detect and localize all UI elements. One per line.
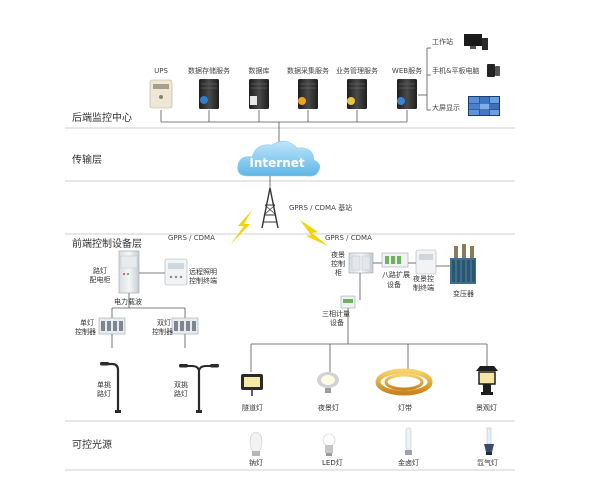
expansion-label-1: 八路扩展 [382, 270, 410, 279]
workstation-label: 工作站 [432, 37, 453, 46]
single-controller-icon [98, 317, 126, 335]
collect-server-icon [298, 79, 318, 109]
signal-bolt-right-icon [300, 220, 328, 246]
single-arm-streetlight-icon [100, 362, 121, 413]
signal-bolt-left-icon [230, 210, 252, 245]
section-light-title: 可控光源 [72, 438, 112, 451]
garden-light-icon [476, 366, 498, 395]
led-label: LED灯 [322, 458, 343, 467]
web-label: WEB服务 [392, 66, 422, 75]
strip-label: 灯带 [398, 403, 412, 412]
single-ctrl-label-2: 控制器 [75, 327, 96, 336]
spot-label: 夜景灯 [318, 403, 339, 412]
cabinet-label-1: 路灯 [93, 266, 107, 275]
double-ctrl-label-1: 双灯 [157, 318, 171, 327]
plc-label: 电力载波 [114, 297, 142, 306]
plc-bus [111, 307, 186, 318]
video-wall-icon [468, 96, 500, 116]
xenon-label: 氙气灯 [477, 458, 498, 467]
business-label: 业务管理服务 [336, 66, 378, 75]
double-pole-label-2: 路灯 [174, 389, 188, 398]
night-terminal-label-2: 制终端 [413, 283, 434, 292]
section-frontend-title: 前端控制设备层 [72, 237, 142, 250]
night-links [359, 262, 450, 300]
double-arm-streetlight-icon [179, 364, 219, 413]
internet-label: Internet [249, 156, 304, 170]
led-strip-icon [375, 368, 433, 396]
backend-bus [160, 47, 431, 142]
web-server-icon [397, 79, 417, 109]
internet-cloud-icon [237, 140, 321, 177]
section-dividers [65, 127, 515, 471]
database-label: 数据库 [249, 66, 270, 75]
tunnel-light-icon [241, 374, 263, 396]
business-server-icon [347, 79, 367, 109]
mobile-tablet-icon [487, 64, 500, 77]
three-phase-meter-icon [340, 295, 356, 309]
night-cabinet-label-3: 柜 [335, 268, 342, 277]
expansion-device-icon [381, 252, 409, 268]
collect-label: 数据采集服务 [287, 66, 329, 75]
cell-tower-icon [261, 187, 279, 229]
single-pole-label-1: 单挑 [97, 380, 111, 389]
workstation-icon [464, 34, 488, 50]
remote-terminal-label-2: 控制终端 [189, 276, 217, 285]
sodium-lamp-icon [249, 431, 263, 456]
tunnel-label: 隧道灯 [242, 403, 263, 412]
ups-label: UPS [154, 67, 168, 75]
ups-icon [149, 79, 173, 109]
section-backend-title: 后端监控中心 [72, 111, 132, 124]
meter-label-1: 三相计量 [322, 309, 350, 318]
transformer-icon [450, 244, 476, 284]
distribution-cabinet-icon [118, 250, 140, 294]
cabinet-label-2: 配电柜 [90, 275, 111, 284]
night-terminal-icon [415, 249, 437, 275]
tower-label: GPRS / CDMA 基站 [289, 203, 352, 212]
bigscreen-label: 大屏显示 [432, 103, 460, 112]
storage-server-icon [199, 79, 219, 109]
gprs-left-label: GPRS / CDMA [168, 234, 215, 242]
single-ctrl-label-1: 单灯 [80, 318, 94, 327]
double-controller-icon [171, 317, 199, 335]
halide-label: 金卤灯 [398, 458, 419, 467]
mobile-label: 手机&平板电脑 [432, 66, 479, 75]
transformer-label: 变压器 [453, 289, 474, 298]
night-cabinet-label-2: 控制 [331, 259, 345, 268]
double-ctrl-label-2: 控制器 [152, 327, 173, 336]
garden-label: 景观灯 [476, 403, 497, 412]
single-pole-label-2: 路灯 [97, 389, 111, 398]
metal-halide-lamp-icon [405, 427, 412, 455]
remote-terminal-icon [164, 258, 188, 286]
database-server-icon [249, 79, 269, 109]
gprs-right-label: GPRS / CDMA [325, 234, 372, 242]
sodium-label: 钠灯 [249, 458, 263, 467]
meter-label-2: 设备 [330, 318, 344, 327]
double-pole-label-1: 双挑 [174, 380, 188, 389]
remote-terminal-label-1: 远程照明 [189, 267, 217, 276]
xenon-lamp-icon [484, 427, 494, 455]
landscape-bus [250, 308, 488, 372]
night-terminal-label-1: 夜景控 [413, 274, 434, 283]
night-control-cabinet-icon [348, 252, 374, 274]
section-transport-title: 传输层 [72, 153, 102, 166]
led-bulb-icon [322, 433, 336, 456]
spot-light-icon [317, 372, 339, 393]
storage-label: 数据存储服务 [188, 66, 230, 75]
expansion-label-2: 设备 [387, 280, 401, 289]
night-cabinet-label-1: 夜景 [331, 250, 345, 259]
